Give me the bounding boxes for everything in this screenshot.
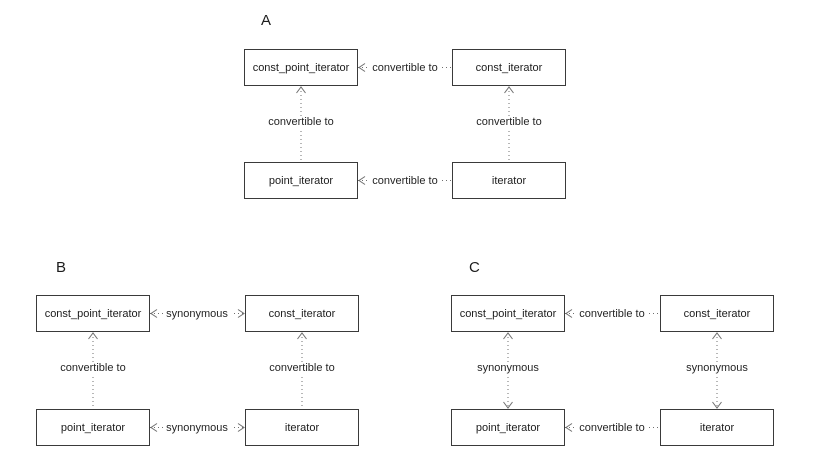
arrowhead-up-icon	[712, 332, 722, 340]
arrowhead-down-icon	[712, 401, 722, 409]
arrowhead-up-icon	[503, 332, 513, 340]
box-a-const-iterator: const_iterator	[452, 49, 566, 86]
edge-b-right-label: convertible to	[266, 362, 338, 374]
arrowhead-right-icon	[237, 309, 245, 318]
box-a-point-iterator: point_iterator	[244, 162, 358, 199]
arrowhead-up-icon	[504, 86, 514, 94]
arrowhead-up-icon	[297, 332, 307, 340]
arrowhead-left-icon	[358, 176, 366, 185]
diagram-b-label: B	[56, 259, 67, 276]
arrowhead-left-icon	[565, 309, 573, 318]
arrowhead-right-icon	[237, 423, 245, 432]
edge-c-bottom-label: convertible to	[576, 422, 648, 434]
edge-a-left-label: convertible to	[265, 116, 337, 128]
edge-c-right-label: synonymous	[683, 362, 751, 374]
box-b-const-point-iterator: const_point_iterator	[36, 295, 150, 332]
edge-a-right-label: convertible to	[473, 116, 545, 128]
edge-b-top-label: synonymous	[163, 308, 231, 320]
box-b-iterator: iterator	[245, 409, 359, 446]
diagram-c-label: C	[469, 259, 480, 276]
arrowhead-left-icon	[358, 63, 366, 72]
diagram-a-label: A	[261, 12, 272, 29]
box-b-const-iterator: const_iterator	[245, 295, 359, 332]
box-c-const-iterator: const_iterator	[660, 295, 774, 332]
arrowhead-left-icon	[150, 423, 158, 432]
arrowhead-left-icon	[565, 423, 573, 432]
edge-a-bottom-label: convertible to	[369, 175, 441, 187]
arrowhead-up-icon	[88, 332, 98, 340]
box-a-const-point-iterator: const_point_iterator	[244, 49, 358, 86]
box-b-point-iterator: point_iterator	[36, 409, 150, 446]
edge-c-top-label: convertible to	[576, 308, 648, 320]
edge-b-bottom-label: synonymous	[163, 422, 231, 434]
edge-c-left-label: synonymous	[474, 362, 542, 374]
box-c-const-point-iterator: const_point_iterator	[451, 295, 565, 332]
arrowhead-down-icon	[503, 401, 513, 409]
box-c-point-iterator: point_iterator	[451, 409, 565, 446]
box-a-iterator: iterator	[452, 162, 566, 199]
arrowhead-left-icon	[150, 309, 158, 318]
arrowhead-up-icon	[296, 86, 306, 94]
edge-a-top-label: convertible to	[369, 62, 441, 74]
edge-b-left-label: convertible to	[57, 362, 129, 374]
box-c-iterator: iterator	[660, 409, 774, 446]
